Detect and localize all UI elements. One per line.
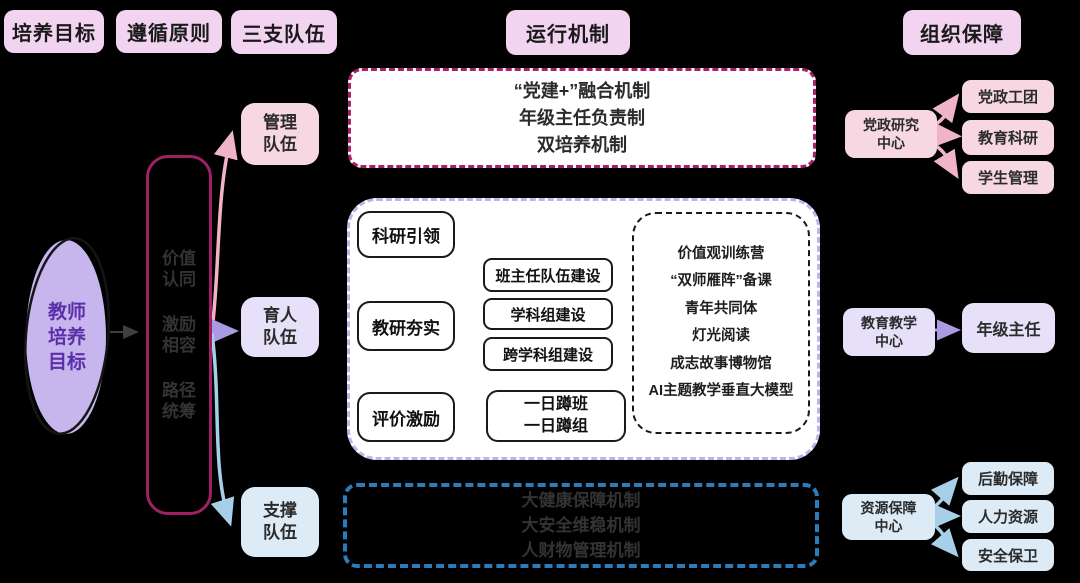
header-principles: 遵循原则 — [116, 10, 222, 53]
header-target: 培养目标 — [4, 10, 104, 53]
branch-subject-group: 学科组建设 — [483, 298, 613, 330]
goal-ellipse-outline — [24, 237, 110, 435]
programs-box: 价值观训练营 “双师雁阵”备课 青年共同体 灯光阅读 成志故事博物馆 AI主题教… — [632, 212, 810, 434]
arrow-to-support-team — [210, 332, 235, 527]
goal-label: 教师 培养 目标 — [47, 301, 86, 373]
flow-step-research: 科研引领 — [357, 211, 455, 258]
goal-ellipse — [26, 240, 106, 434]
arrow-party-3 — [933, 144, 959, 180]
arrow-resource-1 — [930, 476, 959, 509]
arrow-party-1 — [932, 93, 960, 126]
principles-bar: 价值 认同 激励 相容 路径 统筹 — [146, 155, 212, 515]
header-teams: 三支队伍 — [231, 10, 337, 54]
arrow-party-2 — [933, 122, 962, 148]
principle-path-planning: 路径 统筹 — [162, 381, 196, 421]
arrow-to-management-team — [210, 130, 238, 331]
support-mechanism-box: 大健康保障机制 大安全维稳机制 人财物管理机制 — [343, 483, 819, 568]
party-research-center: 党政研究 中心 — [845, 110, 937, 158]
flow-result-observation: 一日蹲班 一日蹲组 — [486, 390, 626, 442]
flow-step-evaluation: 评价激励 — [357, 392, 455, 442]
principle-value-identity: 价值 认同 — [162, 249, 196, 289]
arrow-resource-3 — [930, 523, 959, 558]
org-item-edu-research: 教育科研 — [962, 120, 1054, 155]
team-management: 管理 队伍 — [241, 103, 319, 165]
team-education: 育人 队伍 — [241, 297, 319, 357]
org-item-security: 安全保卫 — [962, 539, 1054, 571]
principle-incentive-compat: 激励 相容 — [162, 315, 196, 355]
resource-support-center: 资源保障 中心 — [842, 494, 935, 540]
org-item-hr: 人力资源 — [962, 500, 1054, 533]
org-item-student-mgmt: 学生管理 — [962, 161, 1054, 194]
org-item-party-union: 党政工团 — [962, 80, 1054, 113]
branch-head-teacher-team: 班主任队伍建设 — [483, 258, 613, 292]
education-teaching-center: 教育教学 中心 — [843, 308, 935, 356]
flow-step-teaching-research: 教研夯实 — [357, 301, 455, 351]
team-support: 支撑 队伍 — [241, 487, 319, 557]
header-org-support: 组织保障 — [903, 10, 1021, 55]
header-mechanism: 运行机制 — [506, 10, 630, 55]
party-mechanism-box: “党建+”融合机制 年级主任负责制 双培养机制 — [348, 68, 816, 168]
org-item-grade-director: 年级主任 — [962, 303, 1055, 353]
branch-cross-subject-group: 跨学科组建设 — [483, 337, 613, 371]
org-item-logistics: 后勤保障 — [962, 462, 1054, 495]
